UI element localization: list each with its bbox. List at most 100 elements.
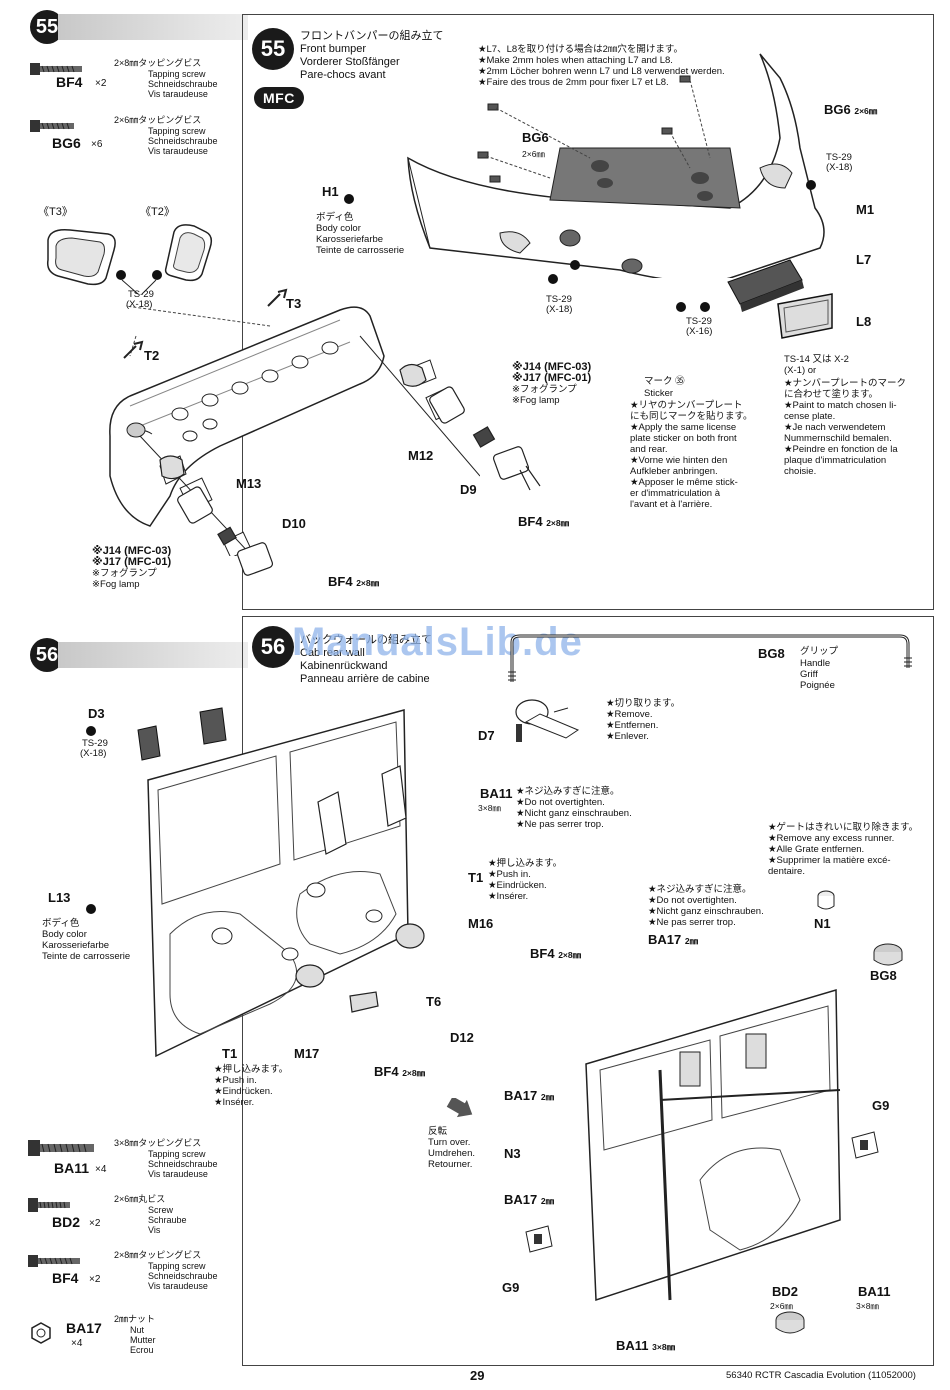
fog-lamp-right-drawing [399,363,541,491]
paint-dot-icon [676,302,686,312]
part-name: BF4 [56,74,83,90]
tapping-screw-icon [30,120,74,132]
leader-lines [121,279,157,295]
note-sticker: ★リヤのナンバープレート にも同じマークを貼ります。 ★Apply the sa… [630,400,756,510]
note-line: ★Je nach verwendetem [784,422,886,433]
product-code: 56340 RCTR Cascadia Evolution (11052000) [726,1370,916,1381]
part-desc-3: Ecrou [130,1345,154,1355]
ts29-label: TS-29 [128,289,154,300]
paint-dot-icon [116,270,126,280]
body-color-note: ボディ色 Body color Karosseriefarbe Teinte d… [316,212,404,256]
label-bf4-left: BF4 2×8㎜ [328,574,379,589]
note-line: ★L7、L8を取り付ける場合は2㎜穴を開けます。 [478,44,683,55]
screwdriver-icon [123,340,144,359]
label-bg8: BG8 [870,968,897,983]
note-line: ★Ne pas serrer trop. [516,819,604,830]
label-size: 2㎜ [540,1092,555,1102]
note-line: ★Make 2mm holes when attaching L7 and L8… [478,55,673,66]
step-55-title-jp: フロントバンパーの組み立て [300,30,444,42]
step-bar [58,642,248,668]
label-m17: M17 [294,1046,320,1061]
label-m12: M12 [408,448,434,463]
note-plate: ★ナンバープレートのマーク に合わせて塗ります。 ★Paint to match… [784,378,924,477]
note-line: ★Remove. [606,709,653,720]
note-line: ★Peindre en fonction de la [784,444,898,455]
t3-label: 《T3》 [38,206,73,218]
label-bf4-bottom: BF4 2×8㎜ [374,1064,425,1079]
note-line: ★リヤのナンバープレート [630,400,743,411]
note-line: ★Insérer. [214,1097,255,1108]
label-bf4-right: BF4 2×8㎜ [518,514,569,529]
tapping-screw-icon [28,1140,94,1156]
note-line: (X-1) or [784,365,817,376]
label-h1: H1 [322,184,339,199]
ts29-bottom: TS-29 [686,316,712,327]
note-overtighten-2: ★ネジ込みすぎに注意。 ★Do not overtighten. ★Nicht … [648,884,764,928]
label-text: BF4 [530,946,555,961]
label-d9: D9 [460,482,477,497]
note-line: ※J14 (MFC-03) [512,361,592,373]
n1-part-drawing [817,890,835,910]
machine-screw-icon [28,1198,70,1212]
sticker-label: Sticker [644,388,674,399]
note-line: ★Nicht ganz einschrauben. [648,906,764,917]
label-text: BA17 [648,932,682,947]
part-name: BA11 [54,1160,90,1176]
label-size: 2×8㎜ [402,1068,426,1078]
part-qty: ×2 [89,1274,101,1285]
note-line: にも同じマークを貼ります。 [630,411,753,422]
part-qty: ×6 [91,139,103,150]
x18-label: (X-18) [126,299,153,310]
part-size: 2×6㎜丸ビス [114,1194,166,1204]
note-cut: ★切り取ります。 ★Remove. ★Entfernen. ★Enlever. [606,698,680,742]
rear-wall-back-drawing [585,989,841,1302]
label-size: 3×8㎜ [652,1342,676,1352]
label-d12: D12 [450,1030,474,1045]
body-color-note: ボディ色 Body color Karosseriefarbe Teinte d… [42,918,130,962]
bg8-nut-drawing [873,943,903,966]
label-text: BA11 [616,1338,649,1353]
note-line: ★Enlever. [606,731,649,742]
paint-dot-icon [86,904,96,914]
part-size: 3×8㎜タッピングビス [114,1138,202,1148]
paint-dot-icon [86,726,96,736]
note-line: plate sticker on both front [630,433,737,444]
note-push-bottom: ★押し込みます。 ★Push in. ★Eindrücken. ★Insérer… [214,1064,288,1108]
label-ba11: BA11 [480,786,513,801]
note-push: ★押し込みます。 ★Push in. ★Eindrücken. ★Insérer… [488,858,562,902]
note-line: ★ネジ込みすぎに注意。 [516,786,620,797]
part-size: 2×6㎜タッピングビス [114,115,202,125]
note-line: er d'immatriculation à [630,488,720,499]
note-line: ★2mm Löcher bohren wenn L7 und L8 verwen… [478,66,725,77]
step-55-header: 55 [30,10,248,44]
part-desc-2: Schraube [148,1215,187,1225]
note-line: TS-14 又は X-2 [784,354,849,365]
label-d7: D7 [478,728,495,743]
paint-dot-icon [700,302,710,312]
label-ba17-mid: BA17 2㎜ [504,1088,554,1103]
note-line: ★Paint to match chosen li- [784,400,897,411]
part-desc-2: Schneidschraube [148,1159,218,1169]
part-qty: ×2 [95,78,107,89]
label-ba11-size: 3×8㎜ [478,803,501,813]
part-desc-1: Screw [148,1205,174,1215]
handle-name: BG8 [758,646,785,661]
ts14-note: TS-14 又は X-2 (X-1) or [784,354,849,376]
label-n3: N3 [504,1146,521,1161]
label-size: 2㎜ [684,936,699,946]
note-line: Body color [316,223,361,234]
note-line: ※フォグランプ [92,568,157,579]
x16-bottom: (X-16) [686,326,713,337]
part-desc-2: Schneidschraube [148,1271,218,1281]
handle-desc-2: Griff [800,669,818,680]
handle-bg8-drawing [508,634,912,682]
label-l8: L8 [856,314,872,329]
note-line: ★ネジ込みすぎに注意。 [648,884,752,895]
note-line: cense plate. [784,411,836,422]
note-line: ★Insérer. [488,891,529,902]
part-qty: ×4 [71,1338,83,1349]
lens-t2-drawing [164,224,213,282]
note-line: に合わせて塗ります。 [784,389,879,400]
note-line: dentaire. [768,866,805,877]
label-text: BA17 [504,1192,538,1207]
